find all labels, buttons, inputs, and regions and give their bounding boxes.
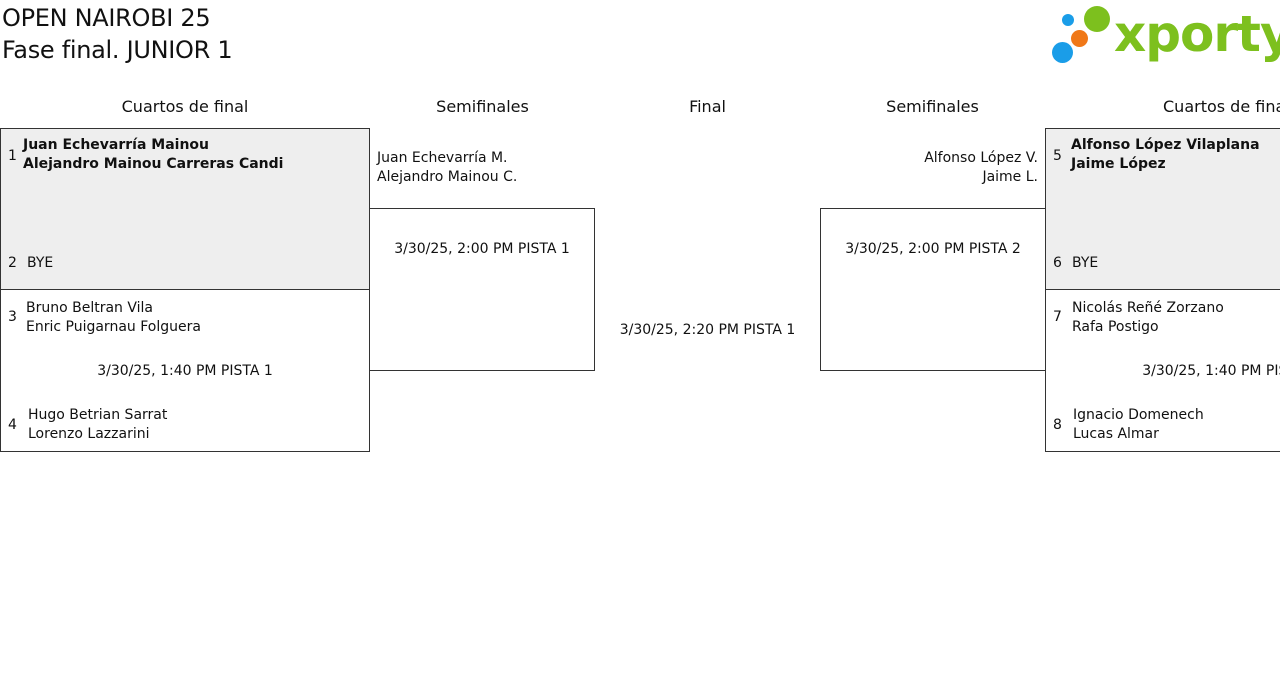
seed-number: 3 bbox=[8, 309, 17, 325]
logo-dot-blue-small-icon bbox=[1062, 14, 1074, 26]
match-schedule: 3/30/25, 2:00 PM PISTA 2 bbox=[845, 241, 1021, 257]
seed-number: 2 bbox=[8, 255, 17, 271]
logo-dot-green-icon bbox=[1084, 6, 1110, 32]
team-3[interactable]: Bruno Beltran Vila Enric Puigarnau Folgu… bbox=[26, 299, 201, 337]
player-name: Enric Puigarnau Folguera bbox=[26, 319, 201, 335]
player-name: Juan Echevarría M. bbox=[377, 150, 508, 166]
player-name: Rafa Postigo bbox=[1072, 319, 1159, 335]
team-7[interactable]: Nicolás Reñé Zorzano Rafa Postigo bbox=[1072, 299, 1224, 337]
team-4[interactable]: Hugo Betrian Sarrat Lorenzo Lazzarini bbox=[28, 406, 167, 444]
right-sf-team[interactable]: Alfonso López V. Jaime L. bbox=[820, 149, 1038, 187]
tournament-name: OPEN NAIROBI 25 bbox=[2, 4, 211, 32]
right-qf-match-1-viewport: 5 Alfonso López Vilaplana Jaime López 6 … bbox=[1045, 128, 1280, 290]
seed-number: 4 bbox=[8, 417, 17, 433]
left-sf-team[interactable]: Juan Echevarría M. Alejandro Mainou C. bbox=[377, 149, 517, 187]
logo-dot-blue-icon bbox=[1052, 42, 1073, 63]
player-name: Lucas Almar bbox=[1073, 426, 1159, 442]
round-header-right-quarters-label: Cuartos de final bbox=[1163, 97, 1280, 116]
player-name: Nicolás Reñé Zorzano bbox=[1072, 300, 1224, 316]
seed-number: 8 bbox=[1053, 417, 1062, 433]
player-name: Jaime López bbox=[1071, 156, 1166, 172]
player-name: Alfonso López Vilaplana bbox=[1071, 137, 1260, 153]
player-name: Juan Echevarría Mainou bbox=[23, 137, 210, 153]
player-name: Bruno Beltran Vila bbox=[26, 300, 154, 316]
team-5[interactable]: Alfonso López Vilaplana Jaime López bbox=[1071, 136, 1260, 174]
xporty-logo: xporty bbox=[1052, 4, 1280, 68]
player-name: Alejandro Mainou Carreras Candi bbox=[23, 156, 284, 172]
round-header-left-semis: Semifinales bbox=[436, 97, 529, 116]
match-schedule: 3/30/25, 2:00 PM PISTA 1 bbox=[394, 241, 570, 257]
match-schedule: 3/30/25, 1:40 PM PISTA 1 bbox=[1142, 363, 1280, 379]
player-name: Alfonso López V. bbox=[924, 150, 1038, 166]
left-qf-match-1[interactable]: 1 Juan Echevarría Mainou Alejandro Maino… bbox=[0, 128, 370, 290]
right-qf-match-2[interactable]: 7 Nicolás Reñé Zorzano Rafa Postigo 3/30… bbox=[1045, 289, 1280, 452]
player-name: Ignacio Domenech bbox=[1073, 407, 1204, 423]
right-qf-match-2-viewport: 7 Nicolás Reñé Zorzano Rafa Postigo 3/30… bbox=[1045, 289, 1280, 452]
player-name: Alejandro Mainou C. bbox=[377, 169, 518, 185]
player-name: Hugo Betrian Sarrat bbox=[28, 407, 168, 423]
seed-number: 5 bbox=[1053, 148, 1062, 164]
team-1[interactable]: Juan Echevarría Mainou Alejandro Mainou … bbox=[23, 136, 283, 174]
seed-number: 6 bbox=[1053, 255, 1062, 271]
seed-number: 7 bbox=[1053, 309, 1062, 325]
seed-number: 1 bbox=[8, 148, 17, 164]
right-sf-match[interactable]: 3/30/25, 2:00 PM PISTA 2 bbox=[820, 208, 1046, 371]
logo-wordmark: xporty bbox=[1114, 5, 1280, 63]
left-qf-match-2[interactable]: 3 Bruno Beltran Vila Enric Puigarnau Fol… bbox=[0, 289, 370, 452]
match-schedule: 3/30/25, 1:40 PM PISTA 1 bbox=[97, 363, 273, 379]
team-8[interactable]: Ignacio Domenech Lucas Almar bbox=[1073, 406, 1204, 444]
bye-label: BYE bbox=[1072, 255, 1099, 271]
right-qf-match-1[interactable]: 5 Alfonso López Vilaplana Jaime López 6 … bbox=[1045, 128, 1280, 290]
logo-dot-orange-icon bbox=[1071, 30, 1088, 47]
round-header-right-semis: Semifinales bbox=[886, 97, 979, 116]
player-name: Lorenzo Lazzarini bbox=[28, 426, 150, 442]
left-sf-match[interactable]: 3/30/25, 2:00 PM PISTA 1 bbox=[369, 208, 595, 371]
bye-label: BYE bbox=[27, 255, 54, 271]
round-header-left-quarters: Cuartos de final bbox=[121, 97, 249, 116]
phase-name: Fase final. JUNIOR 1 bbox=[2, 36, 233, 64]
final-match-schedule: 3/30/25, 2:20 PM PISTA 1 bbox=[619, 322, 796, 338]
round-header-final: Final bbox=[689, 97, 726, 116]
player-name: Jaime L. bbox=[982, 169, 1038, 185]
page-title: OPEN NAIROBI 25 Fase final. JUNIOR 1 bbox=[2, 2, 233, 66]
